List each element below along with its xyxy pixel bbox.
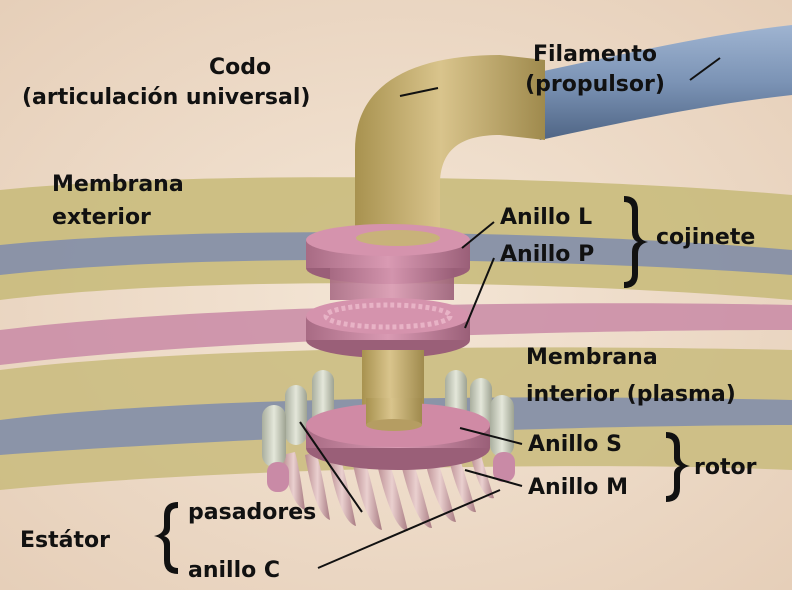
rod-section	[356, 230, 440, 246]
membrana-interior-line1: Membrana	[526, 345, 658, 371]
anillo-l-label: Anillo L	[500, 205, 592, 231]
anillo-s-label: Anillo S	[528, 432, 622, 458]
codo-label-line1: Codo	[140, 55, 340, 81]
anillo-c-label: anillo C	[188, 558, 280, 584]
rod-base-cap	[366, 419, 422, 431]
membrana-interior-line2: interior (plasma)	[526, 382, 736, 408]
rotor-label: rotor	[694, 455, 756, 481]
pasadores-label: pasadores	[188, 500, 316, 526]
filamento-label-line1: Filamento	[500, 42, 690, 68]
anillo-p-label: Anillo P	[500, 242, 594, 268]
cojinete-label: cojinete	[656, 225, 755, 251]
rod-sleeve	[330, 268, 454, 300]
membrana-exterior-line1: Membrana	[52, 172, 184, 198]
estator-label: Estátor	[20, 528, 110, 554]
anillo-m-label: Anillo M	[528, 475, 628, 501]
filamento-label-line2: (propulsor)	[500, 72, 690, 98]
codo-label-line2: (articulación universal)	[22, 85, 310, 111]
membrana-exterior-line2: exterior	[52, 205, 151, 231]
